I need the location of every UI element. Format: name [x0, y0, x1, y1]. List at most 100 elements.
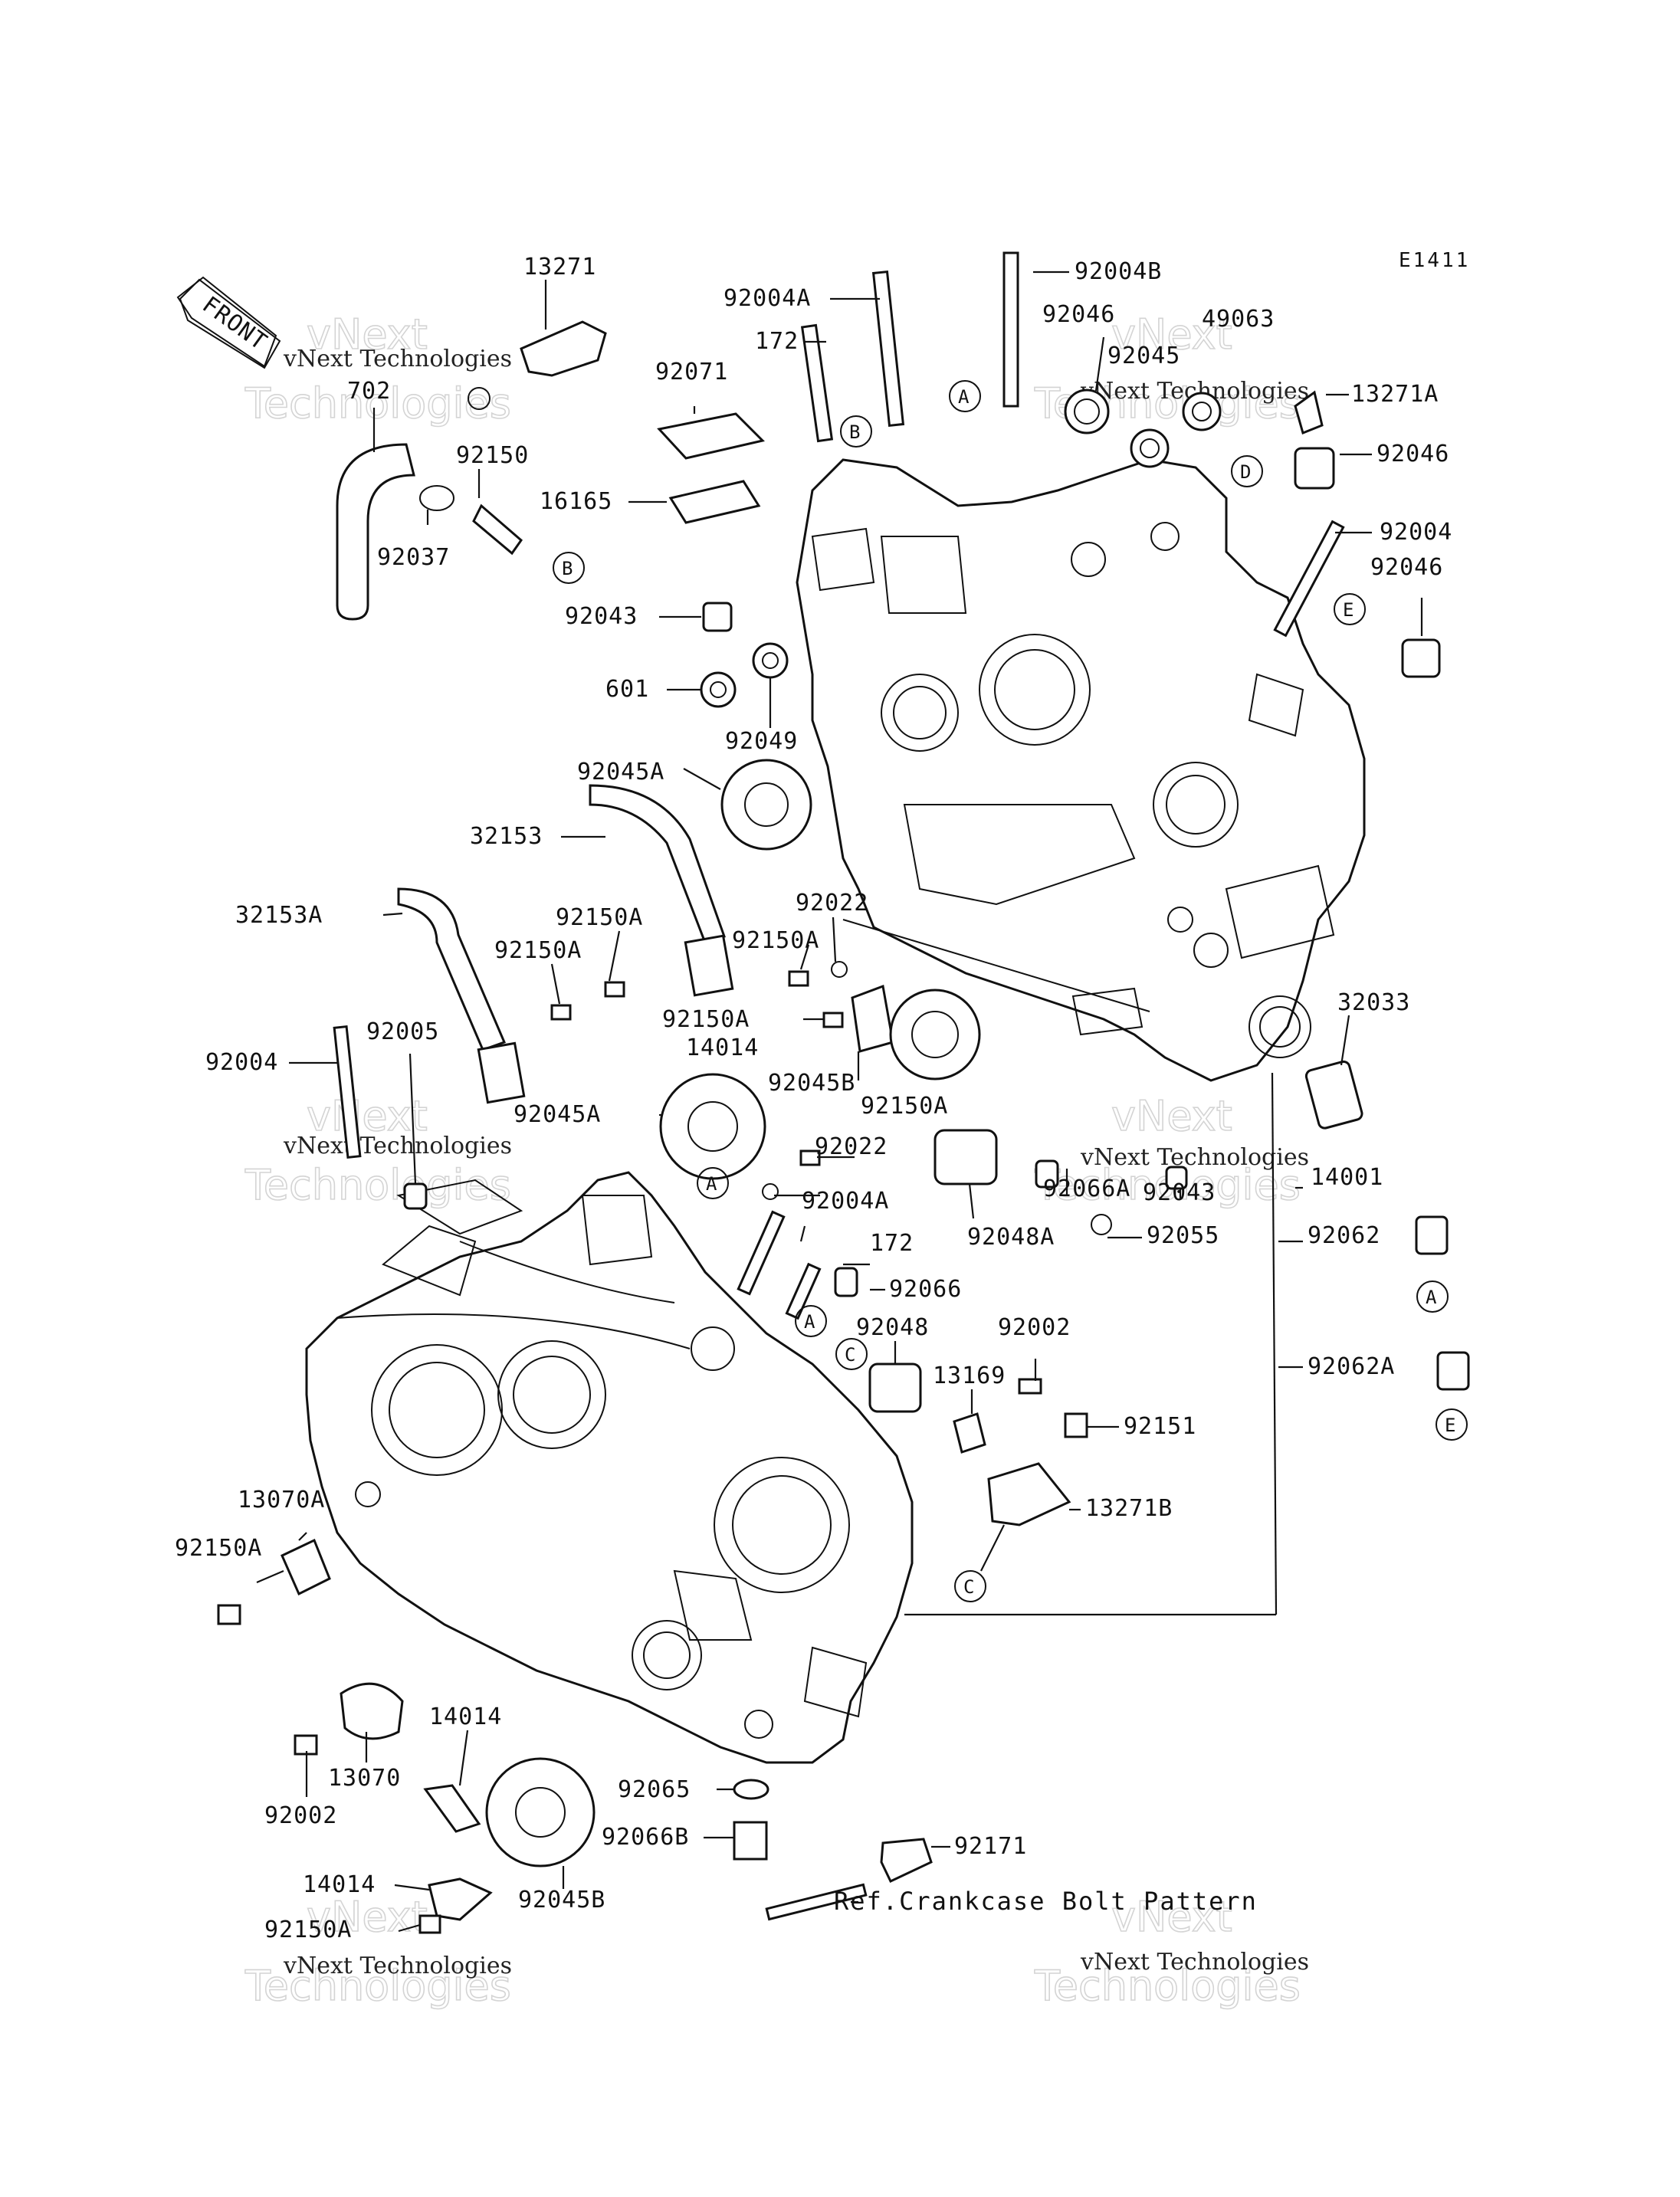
watermark-big: vNext	[1111, 1092, 1232, 1140]
callout-circle	[1436, 1408, 1468, 1441]
pipe-end-icon	[477, 1041, 526, 1104]
clip-icon	[953, 1412, 986, 1454]
part-label: 32033	[1337, 989, 1410, 1016]
clamp-icon	[419, 485, 454, 511]
part-label: 92150A	[494, 937, 582, 964]
part-label: 92150A	[264, 1917, 352, 1943]
part-label: 13070	[328, 1765, 401, 1792]
bracket-icon	[1294, 390, 1324, 435]
watermark-small: vNext Technologies	[1080, 1144, 1309, 1171]
part-label: 92151	[1124, 1413, 1196, 1440]
part-label: 92048A	[967, 1224, 1055, 1251]
bearing-icon	[1064, 389, 1110, 434]
seal-icon	[868, 1362, 922, 1413]
bearing-icon	[720, 759, 812, 851]
part-label: 92004	[205, 1049, 278, 1076]
seal-icon	[934, 1129, 998, 1185]
washer-icon	[762, 1183, 779, 1200]
part-label: 92150A	[556, 904, 643, 931]
guide-icon	[880, 1838, 933, 1883]
part-label: 92055	[1147, 1222, 1219, 1249]
upper-crankcase-drawing	[796, 458, 1366, 1082]
callout-circle	[553, 552, 585, 584]
callout-b: B	[849, 421, 860, 443]
callout-d: D	[1240, 461, 1251, 483]
bolt-icon	[468, 387, 491, 410]
watermark-big: vNext	[1111, 1893, 1232, 1941]
callout-circle	[954, 1570, 986, 1602]
callout-a: A	[958, 386, 970, 408]
callout-circle	[1334, 593, 1366, 625]
bearing-icon	[752, 642, 789, 679]
callout-b: B	[562, 558, 573, 579]
part-label: 13271B	[1085, 1495, 1173, 1522]
bearing-icon	[659, 1073, 766, 1180]
callout-circle	[1231, 455, 1263, 487]
gasket-icon	[668, 480, 761, 524]
part-labels: 13271 702 92150 92037 92004A 92004B 172 …	[175, 254, 1452, 1943]
part-label: 92071	[655, 359, 728, 385]
bolt-icon	[822, 1012, 844, 1028]
bolt-icon	[217, 1604, 241, 1625]
bearing-icon	[889, 989, 981, 1080]
part-label: 92048	[856, 1314, 929, 1341]
bolt-icon	[1064, 1412, 1088, 1438]
plug-icon	[1415, 1215, 1449, 1255]
part-label: 702	[347, 378, 391, 405]
bolt-icon	[604, 981, 625, 998]
part-label: 92046	[1370, 554, 1443, 581]
dowel-icon	[1035, 1159, 1059, 1189]
part-label: 601	[605, 676, 649, 703]
filter-icon	[1304, 1060, 1363, 1130]
part-label: 92022	[796, 890, 868, 917]
oil-pipe-icon	[589, 784, 726, 944]
dowel-icon	[702, 602, 733, 632]
washer-icon	[733, 1779, 769, 1800]
part-label: 172	[755, 328, 799, 355]
stud-icon	[333, 1025, 362, 1159]
part-label: 14014	[429, 1703, 502, 1730]
o-ring-icon	[1091, 1214, 1112, 1235]
stud-icon	[871, 270, 905, 428]
part-label: 92066	[889, 1276, 962, 1303]
callout-circle	[697, 1167, 729, 1199]
part-label: 92062A	[1308, 1353, 1395, 1380]
stud-icon	[1273, 520, 1345, 638]
part-label: 92022	[815, 1133, 888, 1160]
part-label: 172	[870, 1230, 914, 1257]
dowel-icon	[403, 1182, 428, 1210]
watermark-big: Technologies	[244, 1161, 511, 1209]
watermark-big: vNext	[307, 1092, 428, 1140]
part-label: 14014	[686, 1035, 759, 1061]
part-label: 92065	[618, 1776, 691, 1803]
callout-circle	[840, 415, 872, 448]
part-label: 92002	[264, 1802, 337, 1829]
cover-icon	[340, 1682, 404, 1740]
callout-circle	[949, 380, 981, 412]
bracket-icon	[987, 1462, 1071, 1526]
bearing-icon	[1182, 392, 1222, 431]
part-label: 92004	[1380, 519, 1452, 546]
part-label: 92045B	[768, 1070, 855, 1097]
part-label: 32153A	[235, 902, 323, 929]
part-label: 13271A	[1351, 381, 1439, 408]
bolt-icon	[1018, 1378, 1042, 1395]
stud-icon	[1002, 251, 1019, 408]
watermark-small: vNext Technologies	[1080, 1949, 1309, 1976]
part-label: 92045A	[514, 1101, 601, 1128]
bracket-icon	[520, 320, 607, 377]
stud-icon	[737, 1210, 786, 1296]
part-label: 92171	[954, 1833, 1027, 1860]
dowel-icon	[1165, 1166, 1188, 1190]
part-label: 92043	[565, 603, 638, 630]
part-label: 92066A	[1043, 1176, 1130, 1202]
part-label: 92049	[725, 728, 798, 755]
part-label: 92046	[1376, 441, 1449, 467]
stud-icon	[785, 1262, 822, 1320]
cover-icon	[281, 1538, 331, 1596]
watermark-small: vNext Technologies	[283, 1953, 512, 1979]
callout-c: C	[845, 1344, 855, 1366]
plate-icon	[428, 1877, 493, 1921]
needle-bearing-icon	[1294, 447, 1335, 490]
